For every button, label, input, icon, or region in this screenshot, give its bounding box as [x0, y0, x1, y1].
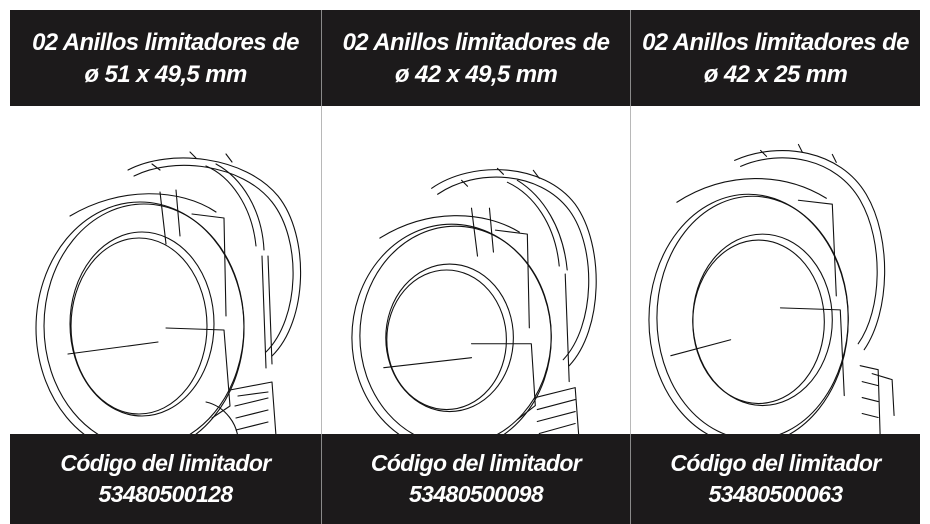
- column-header-3: 02 Anillos limitadores de ø 42 x 25 mm: [630, 10, 920, 106]
- code-label: Código del limitador: [60, 450, 271, 476]
- code-value: 53480500098: [408, 481, 544, 507]
- code-label: Código del limitador: [670, 450, 881, 476]
- product-image-cell-1: [10, 106, 321, 434]
- product-image-cell-2: [321, 106, 630, 434]
- column-footer-2: Código del limitador 53480500098: [321, 434, 630, 524]
- split-collar-ring-wide-drawing-icon: [35, 151, 302, 434]
- product-image-cell-3: [630, 106, 920, 434]
- header-title-line2: ø 42 x 49,5 mm: [394, 61, 558, 88]
- header-title-line1: 02 Anillos limitadores de: [642, 29, 909, 56]
- header-title-line2: ø 42 x 25 mm: [703, 61, 848, 88]
- code-value: 53480500128: [98, 481, 233, 507]
- column-header-1: 02 Anillos limitadores de ø 51 x 49,5 mm: [10, 10, 321, 106]
- header-title-line2: ø 51 x 49,5 mm: [84, 61, 247, 88]
- header-title-line1: 02 Anillos limitadores de: [32, 29, 299, 56]
- header-title-line1: 02 Anillos limitadores de: [342, 29, 610, 56]
- code-value: 53480500063: [708, 481, 843, 507]
- column-footer-1: Código del limitador 53480500128: [10, 434, 321, 524]
- column-footer-3: Código del limitador 53480500063: [630, 434, 920, 524]
- product-table: 02 Anillos limitadores de ø 51 x 49,5 mm…: [10, 10, 920, 524]
- column-header-2: 02 Anillos limitadores de ø 42 x 49,5 mm: [321, 10, 630, 106]
- split-collar-ring-narrow-drawing-icon: [648, 143, 895, 434]
- code-label: Código del limitador: [370, 450, 582, 476]
- split-collar-ring-wide-drawing-icon: [351, 167, 597, 434]
